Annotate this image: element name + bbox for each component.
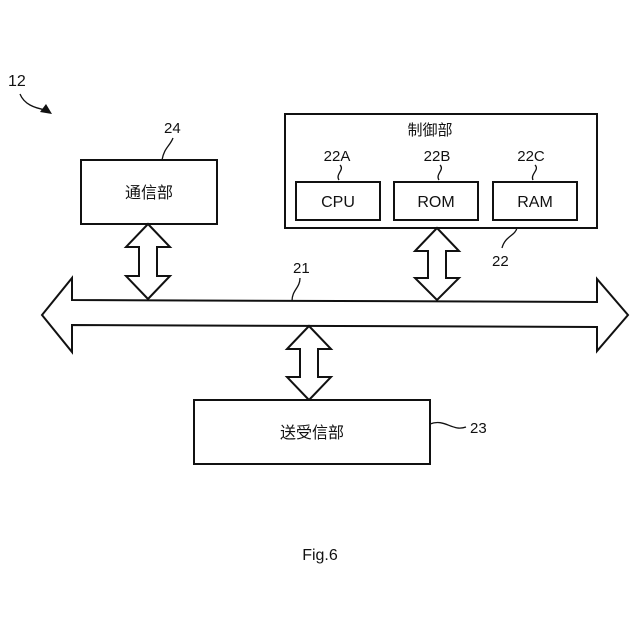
rom-ref-label: 22B [424,148,451,165]
device-ref-label: 12 [8,73,26,90]
comm-bus-double-arrow [126,224,170,299]
transceiver-unit-label: 送受信部 [280,424,344,442]
comm-unit-label: 通信部 [125,184,173,202]
cpu-ref-label: 22A [324,148,351,165]
device-ref-leader [20,94,46,110]
transceiver-bus-double-arrow [287,326,331,400]
ram-label: RAM [517,194,553,211]
control-ref-leader [502,228,517,248]
transceiver-ref-leader [430,422,466,428]
ram-ref-label: 22C [517,148,545,165]
rom-label: ROM [417,194,454,211]
control-bus-double-arrow [415,228,459,300]
control-ref-label: 22 [492,253,509,270]
control-unit-label: 制御部 [407,122,452,139]
transceiver-ref-label: 23 [470,420,487,437]
cpu-label: CPU [321,194,355,211]
comm-ref-leader [162,138,173,160]
bus-ref-label: 21 [293,260,310,277]
bus-ref-leader [292,278,300,301]
comm-ref-label: 24 [164,120,181,137]
bus-double-arrow [42,278,628,352]
figure-caption: Fig.6 [302,547,338,564]
